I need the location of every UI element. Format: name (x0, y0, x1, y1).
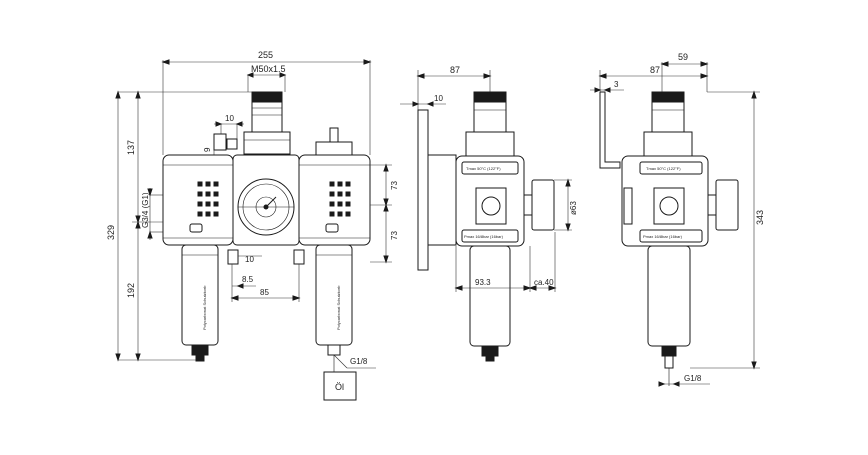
depth-93-label: 93.3 (475, 278, 491, 287)
thread-label: M50x1.5 (251, 64, 286, 74)
right-width-87-label: 87 (650, 65, 660, 75)
height-329-label: 329 (106, 225, 116, 240)
height-192-label: 192 (126, 283, 136, 298)
right-gauge (715, 179, 739, 231)
oil-label: Öl (335, 382, 344, 392)
right-small-3-label: 3 (614, 80, 619, 89)
lubricator-bowl-text: Polycarbonat Schutzkorb (336, 285, 341, 330)
port-g34-label: G3/4 (G1) (141, 192, 150, 228)
side-label-bottom: Pmax 16/8bar (16bar) (464, 234, 504, 239)
height-343-label: 343 (755, 210, 765, 225)
right-port (659, 196, 679, 216)
side-width-87-label: 87 (450, 65, 460, 75)
right-73-top-label: 73 (390, 181, 399, 190)
right-view: 59 87 3 Tmax 50°C (122°F) Pmax 16/8bar (… (590, 52, 765, 387)
side-gauge (531, 179, 555, 231)
right-label-bottom: Pmax 16/8bar (16bar) (643, 234, 683, 239)
side-width-10-label: 10 (434, 94, 443, 103)
right-73-bottom-label: 73 (390, 231, 399, 240)
filter-bowl (181, 244, 219, 346)
front-view: 255 M50x1.5 329 137 192 (106, 50, 399, 401)
filter-dots (197, 181, 219, 217)
pitch-10-label: 10 (225, 114, 234, 123)
gauge-dia-label: ø63 (569, 201, 578, 215)
lubricator-bowl (315, 244, 353, 346)
side-bowl (469, 245, 511, 347)
width-255-label: 255 (258, 50, 273, 60)
bottom-8-5-label: 8.5 (242, 275, 254, 284)
drain-g18-label: G1/8 (350, 357, 368, 366)
right-width-59-label: 59 (678, 52, 688, 62)
gauge-ca40-label: ca.40 (534, 278, 554, 287)
side-label-top: Tmax 50°C (122°F) (466, 166, 501, 171)
oil-container (323, 371, 357, 401)
pitch-9-label: 9 (203, 147, 212, 152)
bottom-85-label: 85 (260, 288, 269, 297)
side-port (481, 196, 501, 216)
filter-bowl-text: Polycarbonat Schutzkorb (202, 285, 207, 330)
bottom-10-label: 10 (245, 255, 254, 264)
right-drain-g18-label: G1/8 (684, 374, 702, 383)
right-bracket (599, 91, 621, 169)
right-bowl (647, 245, 691, 347)
lubricator-dots (329, 181, 351, 217)
side-view: 87 10 Tmax 50°C (122°F) Pmax 16/8bar (16… (400, 65, 578, 362)
mounting-bracket (417, 109, 429, 271)
right-label-top: Tmax 50°C (122°F) (646, 166, 681, 171)
height-137-label: 137 (126, 140, 136, 155)
